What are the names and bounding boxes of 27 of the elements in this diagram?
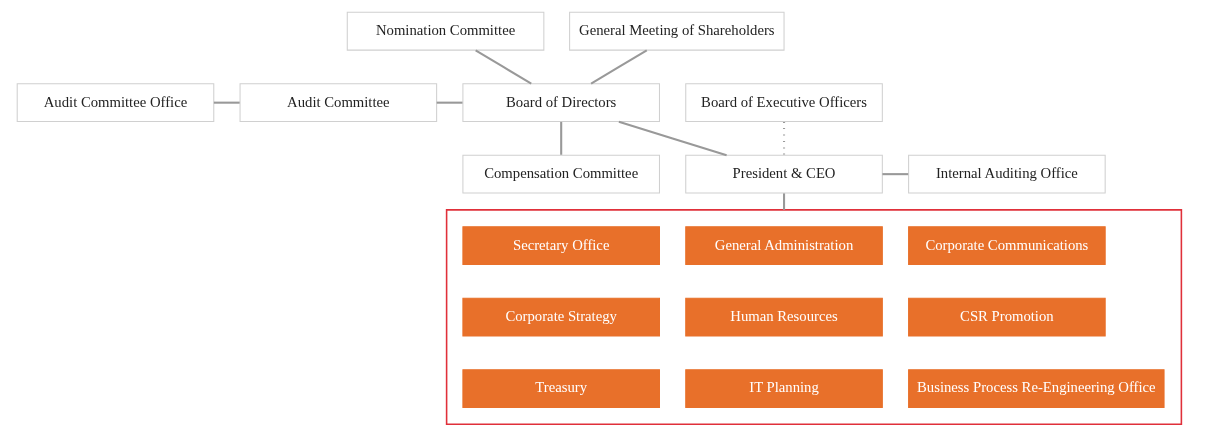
node-box: Board of Directors xyxy=(462,83,660,123)
connector xyxy=(618,120,727,157)
node-box: Internal Auditing Office xyxy=(908,154,1106,194)
node-box: Corporate Communications xyxy=(908,226,1106,266)
node-box: Audit Committee Office xyxy=(16,83,215,123)
node-box: General Administration xyxy=(685,226,883,266)
node-box: Compensation Committee xyxy=(462,154,660,194)
node-box: President & CEO xyxy=(685,154,883,194)
connector xyxy=(213,101,240,104)
node-box: General Meeting of Shareholders xyxy=(569,11,785,51)
node-box: Human Resources xyxy=(685,297,883,337)
node-box: IT Planning xyxy=(685,369,883,409)
connector xyxy=(783,193,786,210)
connector xyxy=(882,173,909,176)
node-box: Treasury xyxy=(462,369,660,409)
cluster xyxy=(445,209,1183,426)
node-box: Audit Committee xyxy=(239,83,438,123)
connector xyxy=(560,121,563,155)
node-box: CSR Promotion xyxy=(908,297,1106,337)
node-box: Corporate Strategy xyxy=(462,297,660,337)
connector xyxy=(475,49,532,85)
node-box: Secretary Office xyxy=(462,226,660,266)
connector xyxy=(590,49,648,85)
node-box: Business Process Re-Engineering Office xyxy=(908,369,1165,409)
connector xyxy=(436,101,463,104)
node-box: Board of Executive Officers xyxy=(685,83,883,123)
node-box: Nomination Committee xyxy=(346,11,545,51)
